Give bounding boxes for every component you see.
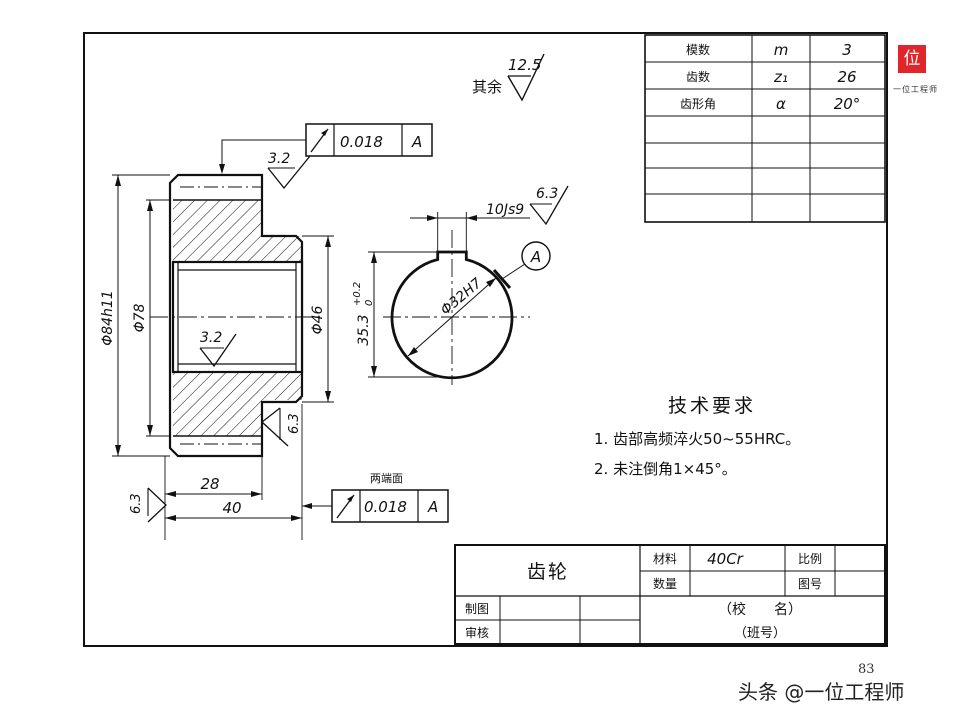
part-name: 齿轮 <box>527 561 569 583</box>
gear-param-value: 3 <box>842 41 852 59</box>
dimension-bore-dia: Φ46 <box>302 235 334 403</box>
page-number: 83 <box>858 662 875 677</box>
technical-requirements: 技术要求 1. 齿部高频淬火50~55HRC。 2. 未注倒角1×45°。 <box>594 395 800 478</box>
material-label: 材料 <box>653 552 677 566</box>
gear-param-name: 模数 <box>686 42 710 57</box>
dimension-hub-dia: Φ78 <box>132 199 170 437</box>
keyway-tol-upper: +0.2 <box>352 282 363 306</box>
keyway-width: 10Js9 <box>486 202 524 218</box>
check-label: 审核 <box>465 625 489 640</box>
gear-param-symbol: m <box>774 41 789 59</box>
roughness-value: 12.5 <box>508 56 541 74</box>
title-block: 齿轮 材料 40Cr 比例 数量 图号 制图 审核 （校 名） （班号） <box>454 544 886 645</box>
brand-logo: 位 <box>898 45 926 73</box>
keyway-tol-lower: 0 <box>364 300 375 306</box>
gear-param-symbol: α <box>776 95 786 113</box>
source-tag: 头条 @一位工程师 <box>738 680 905 704</box>
gear-end-view: 10Js9 6.3 35.3 +0.2 0 Φ32H7 A <box>352 185 569 385</box>
svg-text:Φ84h11: Φ84h11 <box>100 290 116 346</box>
svg-text:40: 40 <box>222 499 241 517</box>
svg-text:3.2: 3.2 <box>200 330 222 346</box>
tolerance-value: 0.018 <box>364 498 407 516</box>
datum-label: A <box>530 248 541 266</box>
keyway-depth: 35.3 <box>356 314 372 345</box>
keyway-roughness: 6.3 <box>536 186 558 202</box>
qty-label: 数量 <box>653 576 677 591</box>
logo-glyph: 位 <box>903 49 921 69</box>
svg-text:Φ78: Φ78 <box>132 303 148 332</box>
gear-param-name: 齿数 <box>686 69 710 84</box>
tolerance-datum: A <box>411 133 422 151</box>
tech-req-item: 1. 齿部高频淬火50~55HRC。 <box>594 430 800 448</box>
tolerance-datum: A <box>427 498 438 516</box>
logo-caption: 一位工程师 <box>893 85 938 94</box>
dimension-width-40: 40 <box>165 404 303 540</box>
tolerance-label: 两端面 <box>370 472 403 485</box>
svg-text:28: 28 <box>200 475 219 493</box>
tech-req-item: 2. 未注倒角1×45°。 <box>594 460 737 478</box>
svg-text:6.3: 6.3 <box>287 413 302 434</box>
tolerance-frame-bottom: 两端面 0.018 A <box>302 472 449 523</box>
svg-text:6.3: 6.3 <box>129 493 144 514</box>
drawn-label: 制图 <box>465 602 489 616</box>
gear-parameter-table: 模数 m 3 齿数 z₁ 26 齿形角 α 20° <box>644 34 886 223</box>
svg-text:3.2: 3.2 <box>268 151 290 167</box>
roughness-mark-right-face: 6.3 <box>260 407 302 447</box>
tolerance-value: 0.018 <box>340 133 383 151</box>
svg-text:Φ46: Φ46 <box>310 305 326 334</box>
roughness-mark-left-face: 6.3 <box>129 487 167 523</box>
general-roughness: 其余 12.5 <box>472 53 545 102</box>
hole-fit: Φ32H7 <box>438 275 485 318</box>
school-name: （校 名） <box>718 601 802 618</box>
material-value: 40Cr <box>707 550 744 568</box>
gear-param-symbol: z₁ <box>773 68 788 86</box>
tolerance-frame-top: 0.018 A <box>219 123 433 174</box>
gear-param-name: 齿形角 <box>680 97 716 111</box>
tech-req-title: 技术要求 <box>668 395 756 417</box>
gear-param-value: 20° <box>834 95 861 113</box>
dimension-outer-dia: Φ84h11 <box>100 174 170 457</box>
drawing-no-label: 图号 <box>798 577 822 591</box>
roughness-mark-top-face: 3.2 <box>267 151 311 190</box>
dimension-width-28: 28 <box>164 456 263 540</box>
roughness-mark-bore: 3.2 <box>199 330 237 368</box>
gear-section-view <box>150 173 320 458</box>
roughness-prefix: 其余 <box>472 78 502 96</box>
drawing-frame <box>83 32 888 647</box>
gear-param-value: 26 <box>837 68 856 86</box>
class-number: （班号） <box>734 626 786 641</box>
scale-label: 比例 <box>798 552 822 566</box>
